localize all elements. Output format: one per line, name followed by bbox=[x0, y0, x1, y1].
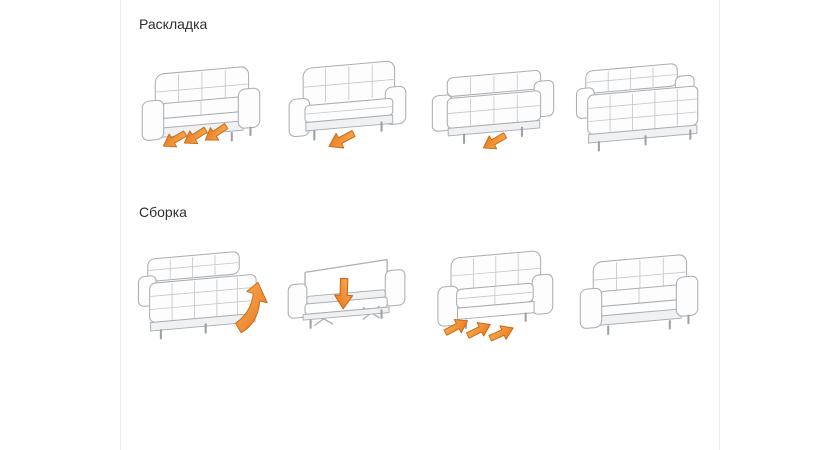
arrow-up-right-icon bbox=[464, 317, 495, 343]
diagram-panel: Раскладка bbox=[120, 0, 720, 450]
arrow-down-left-icon bbox=[324, 125, 358, 155]
sofa-bed-unfolded-icon bbox=[575, 63, 699, 152]
fold-steps-row bbox=[131, 234, 709, 352]
fold-step-3-illustration bbox=[437, 250, 554, 346]
fold-step-2-illustration bbox=[287, 258, 406, 329]
sofa-push-in-icon bbox=[437, 250, 554, 330]
unfold-step-1-illustration bbox=[141, 66, 261, 153]
section-title-fold: Сборка bbox=[139, 204, 187, 220]
unfold-step-3-illustration bbox=[431, 69, 555, 155]
unfold-step-2-illustration bbox=[288, 60, 407, 155]
fold-step-4-illustration bbox=[579, 254, 699, 335]
unfold-step-4-illustration bbox=[575, 63, 699, 152]
fold-step-1-illustration bbox=[137, 251, 268, 340]
section-title-unfold: Раскладка bbox=[139, 16, 208, 32]
sofa-seat-extended-icon bbox=[288, 60, 407, 141]
arrow-up-right-icon bbox=[486, 320, 517, 346]
arrow-curved-up-icon bbox=[235, 281, 268, 334]
sofa-assembled-icon bbox=[579, 254, 699, 335]
sofa-half-unfolded-icon bbox=[431, 69, 555, 144]
unfold-steps-row bbox=[131, 46, 709, 164]
